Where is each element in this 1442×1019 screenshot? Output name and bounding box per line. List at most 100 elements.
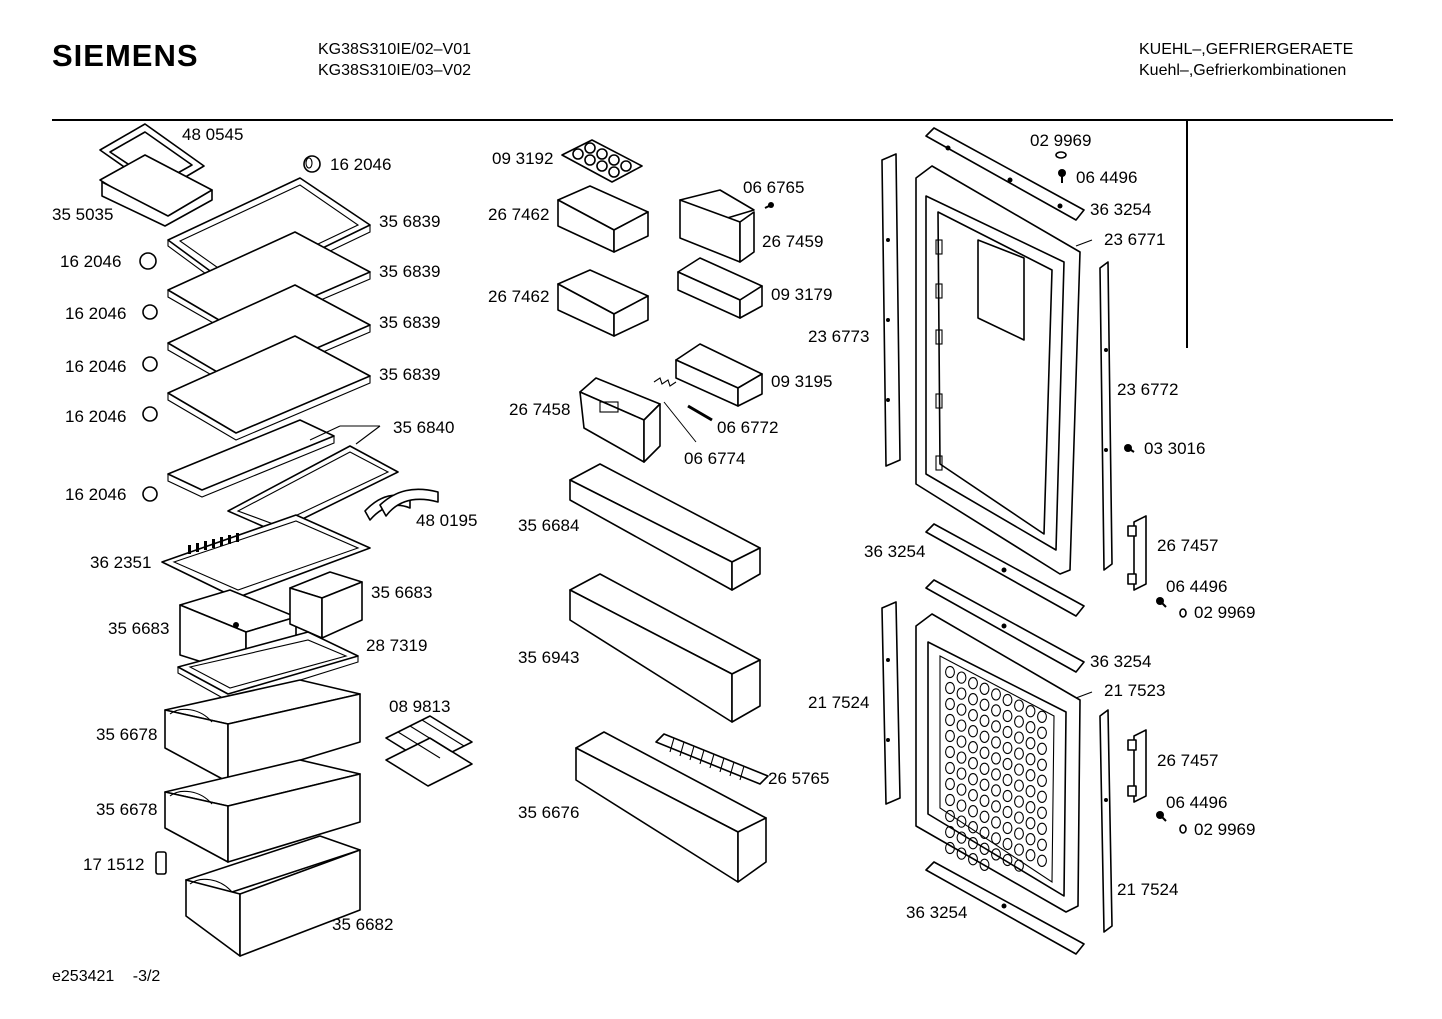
part-label: 35 6678 (96, 800, 157, 819)
page-number: -3/2 (132, 968, 161, 985)
vent-hole (945, 729, 955, 743)
siemens-logo: SIEMENS (52, 38, 199, 73)
vent-hole (1025, 801, 1036, 814)
vent-hole (991, 800, 1001, 813)
part-label: 26 7462 (488, 287, 549, 306)
part-label: 26 7459 (762, 232, 823, 251)
part-label: 36 2351 (90, 553, 151, 572)
part-label: 16 2046 (65, 407, 126, 426)
vent-hole (979, 746, 990, 759)
vent-hole (979, 698, 990, 711)
part-label: 35 6839 (379, 365, 440, 384)
glass-plate (177, 631, 359, 703)
footer: e253421 -3/2 (52, 968, 160, 986)
vent-hole (945, 777, 955, 791)
vent-hole (1025, 721, 1036, 734)
vent-hole (1002, 757, 1013, 771)
vent-hole (1025, 753, 1036, 766)
part-label: 35 6839 (379, 262, 440, 281)
vent-hole (968, 773, 978, 786)
part-label: 35 5035 (52, 205, 113, 224)
category-line-2: Kuehl–,Gefrierkombinationen (1139, 62, 1347, 79)
vent-hole (1014, 843, 1024, 856)
vent-hole (1037, 726, 1047, 739)
part-label: 17 1512 (83, 855, 144, 874)
part-label: 35 6839 (379, 313, 440, 332)
part-label: 23 6771 (1104, 230, 1165, 249)
vent-hole (1002, 693, 1013, 707)
vent-hole (1037, 790, 1047, 803)
bottle-stop-1 (303, 155, 321, 173)
vent-hole (991, 848, 1001, 861)
vent-hole (1025, 785, 1036, 798)
lower-door-hinge-cover-top (925, 579, 1085, 673)
screw-1 (1124, 444, 1135, 453)
vent-hole (1002, 853, 1013, 867)
ice-cube-trays (385, 715, 473, 787)
bottle-holder (655, 733, 769, 785)
vent-hole (979, 762, 990, 775)
vent-hole (945, 825, 955, 839)
vent-hole (979, 778, 990, 791)
vent-hole (956, 719, 967, 732)
vent-hole (1014, 715, 1024, 728)
vent-hole (991, 768, 1001, 781)
part-label: 35 6682 (332, 915, 393, 934)
part-label: 06 4496 (1166, 577, 1227, 596)
flap-door (579, 377, 661, 463)
vent-hole (991, 736, 1001, 749)
vent-hole (968, 677, 978, 690)
part-label: 03 3016 (1144, 439, 1205, 458)
bottle-rack-3 (575, 731, 767, 883)
egg-tray (561, 139, 643, 183)
vent-hole (945, 681, 955, 695)
dairy-lid (679, 189, 774, 263)
vent-hole (991, 816, 1001, 829)
vent-hole (979, 714, 990, 727)
vent-hole (956, 751, 967, 764)
vent-hole (968, 805, 978, 818)
vent-hole (956, 735, 967, 748)
vent-hole (1037, 710, 1047, 723)
vent-hole (1002, 709, 1013, 723)
vent-hole (1002, 773, 1013, 787)
part-label: 36 3254 (1090, 200, 1151, 219)
part-label: 36 3254 (864, 542, 925, 561)
vent-hole (1014, 747, 1024, 760)
crisper-drawer-2 (164, 759, 361, 863)
vent-hole (1002, 789, 1013, 803)
vent-hole (1025, 849, 1036, 862)
part-label: 35 6683 (371, 583, 432, 602)
door-handle-1 (1127, 515, 1147, 591)
vent-hole (945, 809, 955, 823)
document-id: e253421 (52, 968, 115, 985)
part-label: 36 3254 (1090, 652, 1151, 671)
model-number-1: KG38S310IE/02–V01 (318, 41, 472, 58)
bottle-rack-1 (569, 463, 761, 591)
part-label: 35 6943 (518, 648, 579, 667)
part-label: 06 4496 (1166, 793, 1227, 812)
vent-hole (945, 793, 955, 807)
vent-hole (979, 810, 990, 823)
vent-hole (1037, 838, 1047, 851)
vent-hole (1014, 763, 1024, 776)
vent-hole (1002, 725, 1013, 739)
part-label: 16 2046 (65, 304, 126, 323)
vent-hole (945, 841, 955, 855)
vent-hole (1025, 833, 1036, 846)
part-label: 26 7457 (1157, 536, 1218, 555)
vent-hole (956, 687, 967, 700)
part-label: 06 6774 (684, 449, 745, 468)
part-label: 09 3195 (771, 372, 832, 391)
vent-hole (1002, 837, 1013, 851)
crisper-drawer-1 (164, 679, 361, 783)
vent-hole (1002, 741, 1013, 755)
vent-hole (1014, 827, 1024, 840)
spring-and-pin (653, 377, 713, 443)
vent-hole (1037, 742, 1047, 755)
cover-plate (161, 514, 371, 599)
vent-hole (1014, 731, 1024, 744)
upper-door-seal-right (1099, 261, 1113, 571)
vent-hole (1037, 822, 1047, 835)
leader-lines (309, 239, 1093, 699)
